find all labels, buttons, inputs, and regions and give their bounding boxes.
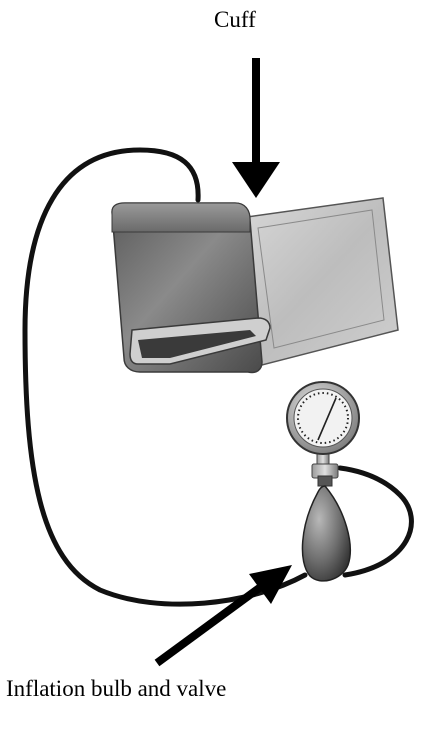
cuff-icon — [112, 198, 398, 373]
inflation-bulb-label: Inflation bulb and valve — [6, 675, 246, 703]
valve-neck — [318, 476, 332, 486]
bulb-tube — [340, 468, 411, 575]
gauge-face — [294, 389, 352, 447]
bulb-arrow-icon — [157, 565, 292, 663]
cuff-label: Cuff — [214, 6, 256, 34]
inflation-bulb-icon — [302, 486, 350, 581]
cuff-top-band — [112, 203, 250, 232]
gauge-icon — [287, 382, 359, 466]
cuff-arrow-icon — [232, 58, 280, 198]
valve-icon — [312, 464, 338, 486]
